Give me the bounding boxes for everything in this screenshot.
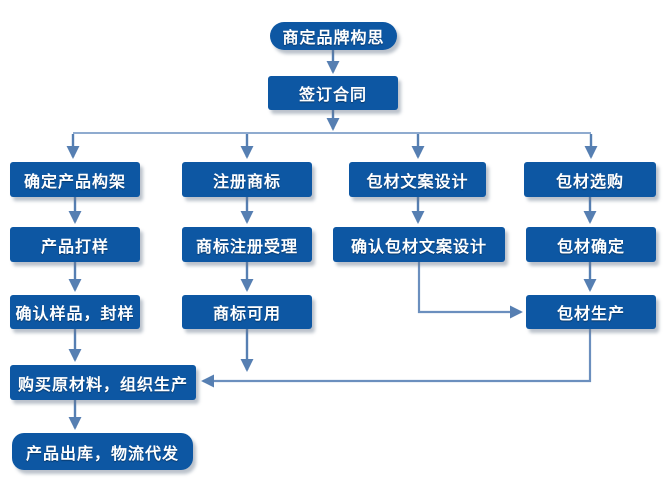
node-product-sample: 产品打样 — [10, 227, 140, 262]
node-product-delivery: 产品出库，物流代发 — [12, 433, 193, 470]
connector-confirmcopy-to-pkgproduction — [417, 262, 523, 319]
node-packaging-confirm: 包材确定 — [526, 227, 656, 262]
node-register-trademark: 注册商标 — [182, 162, 312, 197]
node-confirm-packaging-copy: 确认包材文案设计 — [333, 227, 505, 262]
node-packaging-purchase: 包材选购 — [524, 162, 656, 197]
node-packaging-copy-design: 包材文案设计 — [349, 162, 486, 197]
node-trademark-acceptance: 商标注册受理 — [182, 227, 312, 262]
connector-pkgproduction-to-buymaterials — [201, 329, 592, 388]
node-trademark-available: 商标可用 — [182, 295, 312, 329]
node-sign-contract: 签订合同 — [268, 76, 398, 110]
node-buy-materials: 购买原材料，组织生产 — [10, 365, 196, 400]
node-brand-idea: 商定品牌构思 — [270, 22, 397, 50]
node-product-framework: 确定产品构架 — [10, 162, 140, 197]
node-packaging-production: 包材生产 — [526, 295, 656, 329]
node-confirm-sample: 确认样品，封样 — [10, 295, 140, 329]
